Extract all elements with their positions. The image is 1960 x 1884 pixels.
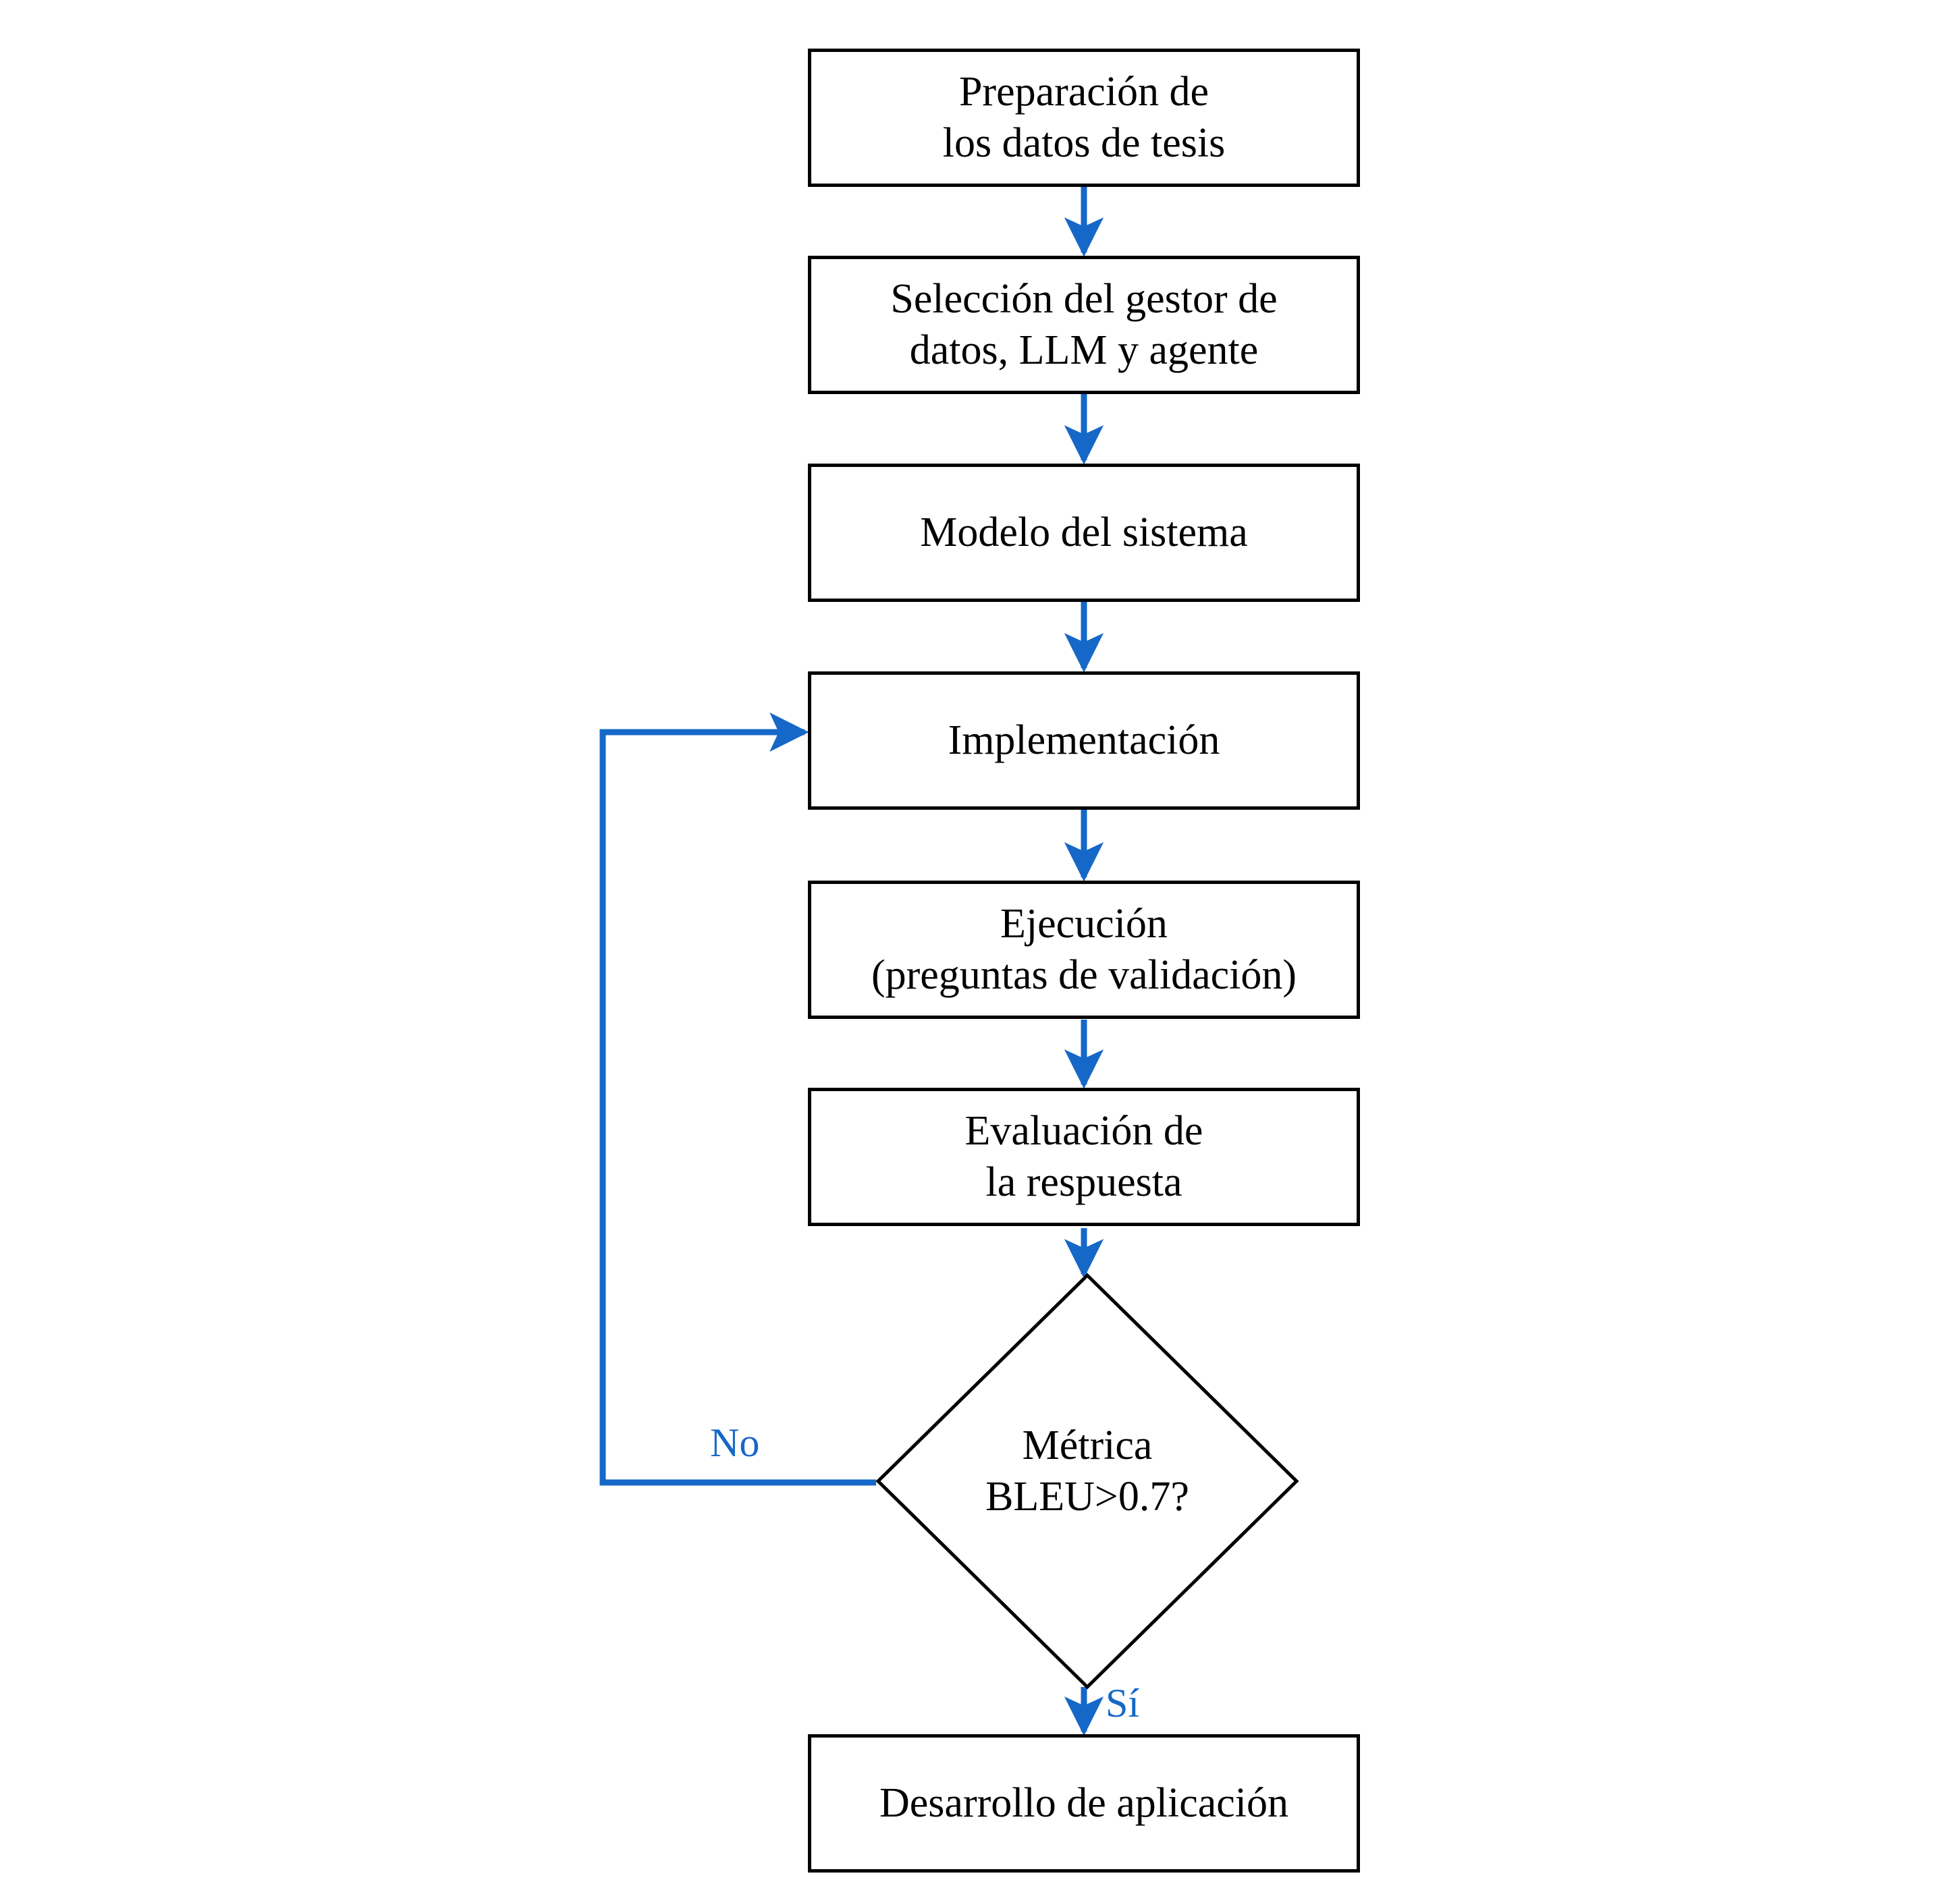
node-desarrollo-aplicacion[interactable]: Desarrollo de aplicación [808, 1734, 1360, 1873]
node-seleccion-gestor[interactable]: Selección del gestor de datos, LLM y age… [808, 256, 1360, 394]
arrow-decision-to-implementacion-no [599, 712, 876, 1486]
decision-diamond-shape [875, 1273, 1299, 1690]
node-modelo-sistema[interactable]: Modelo del sistema [808, 464, 1360, 602]
edge-label-si: Sí [1106, 1681, 1140, 1725]
node-evaluacion-respuesta[interactable]: Evaluación de la respuesta [808, 1088, 1360, 1226]
edge-label-no: No [710, 1420, 760, 1465]
node-ejecucion-validacion[interactable]: Ejecución (preguntas de validación) [808, 881, 1360, 1019]
node-implementacion[interactable]: Implementación [808, 671, 1360, 810]
node-preparacion-datos[interactable]: Preparación de los datos de tesis [808, 49, 1360, 187]
